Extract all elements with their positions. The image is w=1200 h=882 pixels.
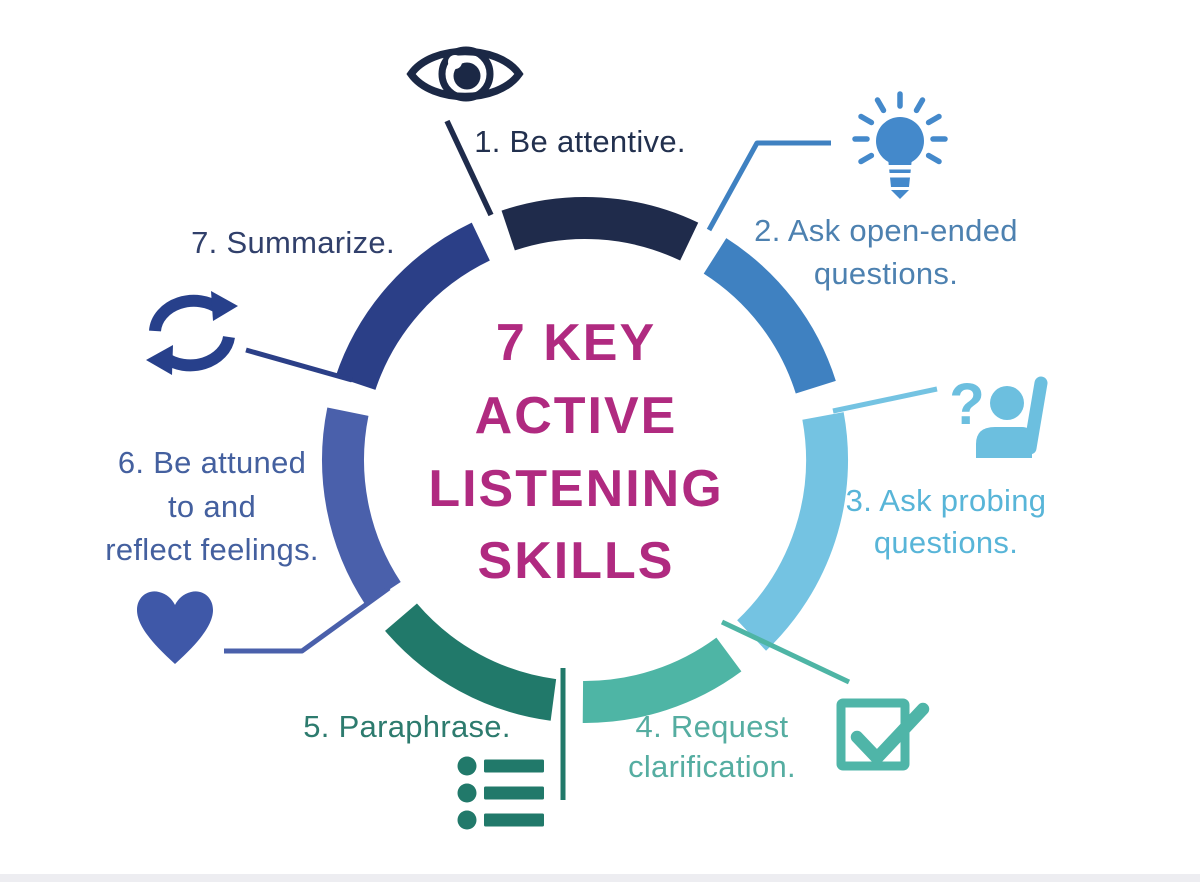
checkbox-icon xyxy=(836,698,930,771)
connector-2 xyxy=(706,140,831,232)
ring-segment-4 xyxy=(582,637,742,724)
item-6-label-line-3: reflect feelings. xyxy=(105,532,319,567)
item-3-label-line-1: 3. Ask probing xyxy=(846,483,1047,518)
title-line-2: ACTIVE xyxy=(475,387,678,445)
page-edge-strip xyxy=(0,874,1200,882)
eye-icon xyxy=(406,46,524,102)
item-7-label: 7. Summarize. xyxy=(191,225,395,260)
ring-segment-2 xyxy=(703,238,836,394)
item-4-label-line-1: 4. Request xyxy=(636,709,789,744)
ring-segment-5 xyxy=(385,603,557,721)
title-line-1: 7 KEY xyxy=(496,314,656,372)
item-3-label-line-2: questions. xyxy=(874,525,1018,560)
item-2-label-line-1: 2. Ask open-ended xyxy=(754,213,1018,248)
connector-1 xyxy=(444,119,494,217)
center-title: 7 KEY ACTIVE LISTENING SKILLS xyxy=(428,314,723,590)
connector-3 xyxy=(832,386,938,414)
bullet-list-icon xyxy=(457,756,544,830)
item-2-label-line-2: questions. xyxy=(814,256,958,291)
ring-segment-6 xyxy=(322,407,401,606)
cycle-arrows-icon xyxy=(146,291,238,375)
connector-6 xyxy=(224,585,391,654)
item-5-label: 5. Paraphrase. xyxy=(303,709,511,744)
item-6-label-line-2: to and xyxy=(168,489,256,524)
item-6-label-line-1: 6. Be attuned xyxy=(118,445,306,480)
ring-segment-7 xyxy=(335,222,491,391)
question-mark-glyph: ? xyxy=(949,372,984,437)
skills-ring xyxy=(322,197,848,724)
item-4-label-line-2: clarification. xyxy=(628,749,796,784)
ring-segment-3 xyxy=(736,412,848,651)
raised-hand-question-icon: ? xyxy=(949,372,1048,458)
heart-icon xyxy=(137,591,213,664)
ring-segment-1 xyxy=(501,197,699,261)
connector-lines xyxy=(224,119,938,800)
title-line-4: SKILLS xyxy=(478,532,675,590)
lightbulb-icon xyxy=(852,91,948,199)
connector-7 xyxy=(245,347,353,383)
connector-4 xyxy=(720,619,851,685)
item-1-label: 1. Be attentive. xyxy=(474,124,686,159)
title-line-3: LISTENING xyxy=(428,460,723,518)
